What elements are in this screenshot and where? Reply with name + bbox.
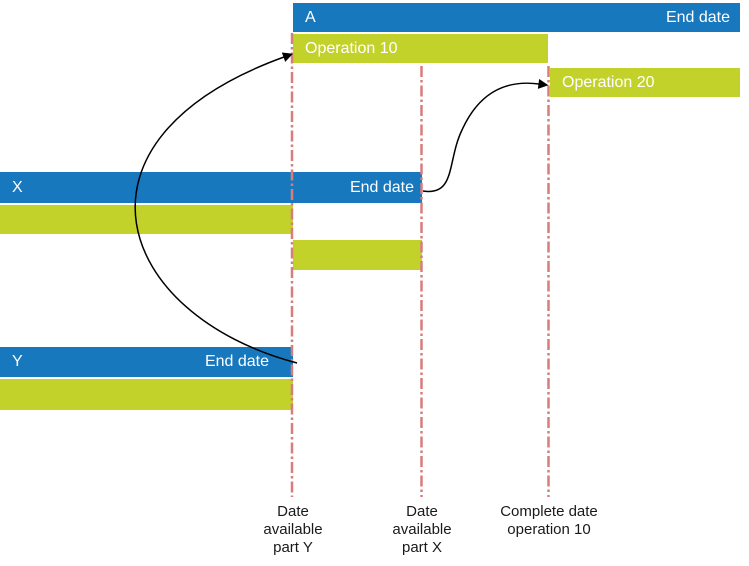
bar-operation-20-label: Operation 20 — [562, 73, 655, 91]
bar-x: X End date — [0, 172, 422, 203]
bar-a-label: A — [305, 8, 316, 26]
bar-operation-10: Operation 10 — [293, 34, 548, 63]
bar-x-leadtime — [0, 205, 293, 234]
bar-x-end-date-label: End date — [349, 178, 414, 196]
milestone-date-available-part-y: Date available part Y — [263, 503, 323, 556]
bar-a: A End date — [293, 3, 740, 32]
milestone-complete-date-operation-10: Complete date operation 10 — [500, 503, 598, 538]
bar-x-operation — [293, 240, 422, 270]
arrow-x-enddate-to-operation-20 — [422, 78, 549, 193]
bar-operation-20: Operation 20 — [550, 68, 740, 97]
bar-operation-10-label: Operation 10 — [305, 39, 398, 57]
bar-y-label: Y — [12, 353, 23, 370]
bar-y-end-date-label: End date — [204, 353, 269, 370]
milestone-date-available-part-x: Date available part X — [392, 503, 452, 556]
bar-y-leadtime — [0, 379, 293, 410]
bar-a-end-date-label: End date — [665, 8, 730, 26]
bar-y: Y End date — [0, 347, 293, 377]
bar-x-label: X — [12, 178, 23, 196]
